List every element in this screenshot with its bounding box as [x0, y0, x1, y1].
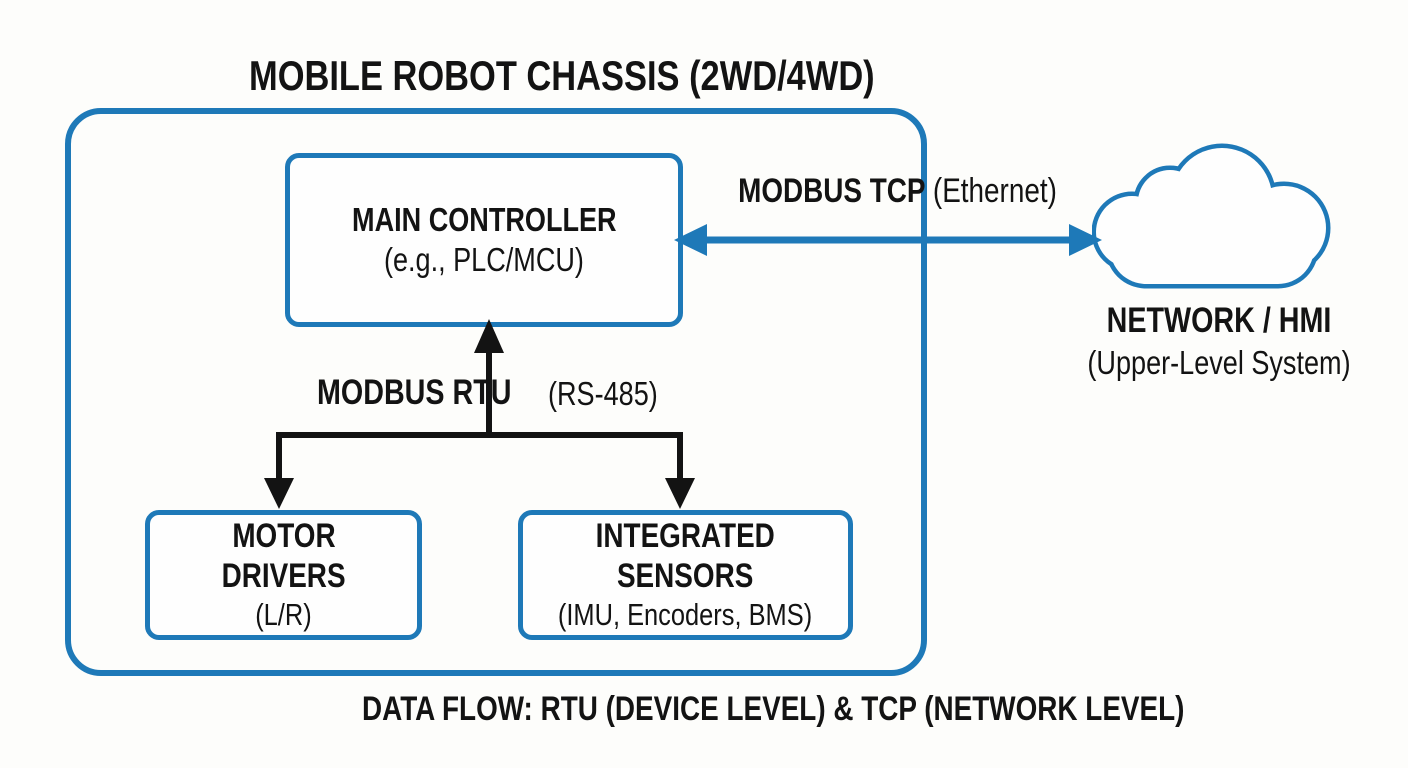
- motor-drivers-subtitle: (L/R): [255, 596, 312, 632]
- integrated-sensors-name-line2: SENSORS: [617, 556, 754, 595]
- main-controller-name: MAIN CONTROLLER: [351, 200, 617, 238]
- network-hmi-name: NETWORK / HMI: [1106, 301, 1332, 340]
- modbus-tcp-label-bold: MODBUS TCP: [738, 172, 926, 210]
- integrated-sensors-box: INTEGRATED SENSORS (IMU, Encoders, BMS): [518, 510, 853, 640]
- modbus-rtu-label: MODBUS RTU: [317, 373, 512, 412]
- network-cloud-icon: [1092, 143, 1331, 289]
- motor-drivers-box: MOTOR DRIVERS (L/R): [145, 510, 422, 640]
- modbus-tcp-label-note: (Ethernet): [932, 172, 1057, 210]
- integrated-sensors-subtitle: (IMU, Encoders, BMS): [558, 596, 813, 632]
- network-hmi-label: NETWORK / HMI (Upper-Level System): [1054, 300, 1384, 383]
- main-controller-box: MAIN CONTROLLER (e.g., PLC/MCU): [285, 153, 683, 327]
- network-hmi-subtitle: (Upper-Level System): [1087, 344, 1351, 381]
- motor-drivers-name-line2: DRIVERS: [221, 556, 346, 595]
- main-controller-subtitle: (e.g., PLC/MCU): [384, 241, 584, 279]
- diagram-title: MOBILE ROBOT CHASSIS (2WD/4WD): [249, 52, 875, 99]
- rs485-label: (RS-485): [548, 375, 658, 412]
- data-flow-caption: DATA FLOW: RTU (DEVICE LEVEL) & TCP (NET…: [362, 690, 1185, 728]
- motor-drivers-name-line1: MOTOR: [231, 516, 336, 555]
- chassis-boundary-box: [65, 108, 927, 676]
- modbus-tcp-label: MODBUS TCP (Ethernet): [727, 172, 1067, 211]
- integrated-sensors-name-line1: INTEGRATED: [595, 516, 776, 555]
